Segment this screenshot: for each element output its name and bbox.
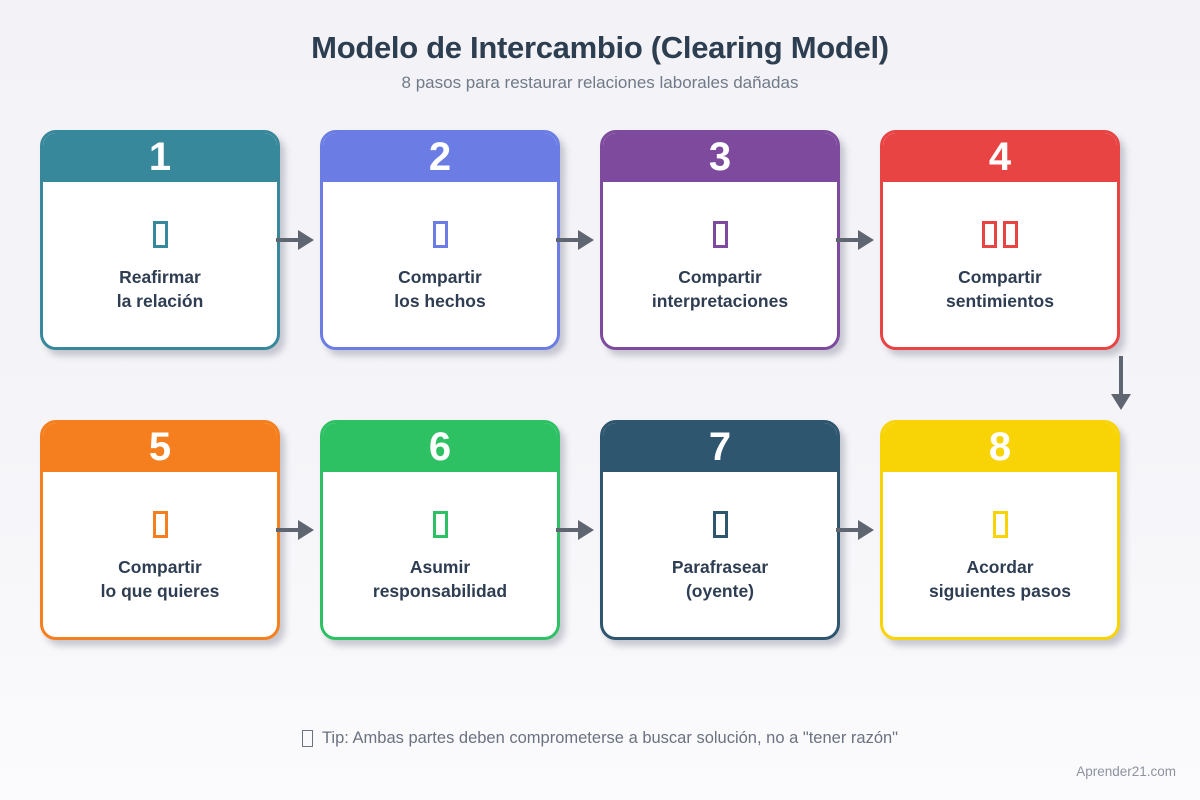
missing-glyph-box xyxy=(152,511,168,538)
step-header: 7 xyxy=(603,423,837,472)
step-header: 5 xyxy=(43,423,277,472)
step-body: Compartir los hechos xyxy=(323,181,557,313)
step-number: 6 xyxy=(428,425,452,469)
arrow-down-icon xyxy=(1110,356,1132,415)
arrow-right-icon xyxy=(836,229,874,256)
step-header: 1 xyxy=(43,133,277,182)
step-card-3: 3 Compartir interpretaciones xyxy=(600,130,840,350)
step-header: 6 xyxy=(323,423,557,472)
arrow-right-icon xyxy=(836,519,874,546)
arrow-right-icon xyxy=(556,519,594,546)
step-label: Parafrasear (oyente) xyxy=(671,557,769,601)
missing-glyph-box xyxy=(992,511,1008,538)
missing-glyph-icon xyxy=(301,730,313,747)
arrow-right-icon xyxy=(276,519,314,546)
step-body: Compartir lo que quieres xyxy=(43,471,277,603)
steps-row-1: 1 Reafirmar la relación 2 Compartir los … xyxy=(40,130,1120,350)
arrow-right-icon xyxy=(276,229,314,256)
steps-row-2: 5 Compartir lo que quieres 6 Asumir resp… xyxy=(40,420,1120,640)
step-number: 3 xyxy=(708,135,732,179)
step-label: Compartir sentimientos xyxy=(946,267,1054,311)
page-subtitle: 8 pasos para restaurar relaciones labora… xyxy=(401,73,799,92)
missing-glyph-icon xyxy=(992,511,1008,538)
step-number: 4 xyxy=(988,135,1012,179)
step-label: Compartir los hechos xyxy=(394,267,486,311)
missing-glyph-icon xyxy=(982,221,1018,248)
step-header: 2 xyxy=(323,133,557,182)
missing-glyph-box xyxy=(1003,221,1018,248)
missing-glyph-icon xyxy=(152,511,168,538)
step-header: 8 xyxy=(883,423,1117,472)
step-number: 2 xyxy=(428,135,452,179)
step-label: Compartir interpretaciones xyxy=(651,267,789,311)
step-card-8: 8 Acordar siguientes pasos xyxy=(880,420,1120,640)
missing-glyph-box xyxy=(432,511,448,538)
step-label: Compartir lo que quieres xyxy=(100,557,220,601)
missing-glyph-icon xyxy=(712,221,728,248)
missing-glyph-icon xyxy=(432,221,448,248)
credit-text: Aprender21.com xyxy=(1076,764,1176,779)
step-body: Parafrasear (oyente) xyxy=(603,471,837,603)
arrow-right-icon xyxy=(556,229,594,256)
step-body: Acordar siguientes pasos xyxy=(883,471,1117,603)
step-label: Reafirmar la relación xyxy=(116,267,204,311)
step-label: Asumir responsabilidad xyxy=(372,557,508,601)
missing-glyph-icon xyxy=(432,511,448,538)
step-card-5: 5 Compartir lo que quieres xyxy=(40,420,280,640)
footer-tip-text: Tip: Ambas partes deben comprometerse a … xyxy=(321,729,899,747)
missing-glyph-box xyxy=(982,221,997,248)
step-header: 3 xyxy=(603,133,837,182)
step-card-2: 2 Compartir los hechos xyxy=(320,130,560,350)
step-card-1: 1 Reafirmar la relación xyxy=(40,130,280,350)
step-number: 5 xyxy=(148,425,172,469)
missing-glyph-icon xyxy=(712,511,728,538)
step-body: Compartir sentimientos xyxy=(883,181,1117,313)
step-body: Asumir responsabilidad xyxy=(323,471,557,603)
step-label: Acordar siguientes pasos xyxy=(929,557,1071,601)
missing-glyph-box xyxy=(712,511,728,538)
missing-glyph-box xyxy=(152,221,168,248)
footer-tip: Tip: Ambas partes deben comprometerse a … xyxy=(0,729,1200,748)
step-header: 4 xyxy=(883,133,1117,182)
step-number: 1 xyxy=(148,135,172,179)
step-card-7: 7 Parafrasear (oyente) xyxy=(600,420,840,640)
step-body: Compartir interpretaciones xyxy=(603,181,837,313)
missing-glyph-box xyxy=(432,221,448,248)
step-body: Reafirmar la relación xyxy=(43,181,277,313)
step-number: 8 xyxy=(988,425,1012,469)
missing-glyph-icon xyxy=(152,221,168,248)
missing-glyph-box xyxy=(712,221,728,248)
step-card-4: 4 Compartir sentimientos xyxy=(880,130,1120,350)
step-number: 7 xyxy=(708,425,732,469)
page-title: Modelo de Intercambio (Clearing Model) xyxy=(311,30,889,65)
step-card-6: 6 Asumir responsabilidad xyxy=(320,420,560,640)
